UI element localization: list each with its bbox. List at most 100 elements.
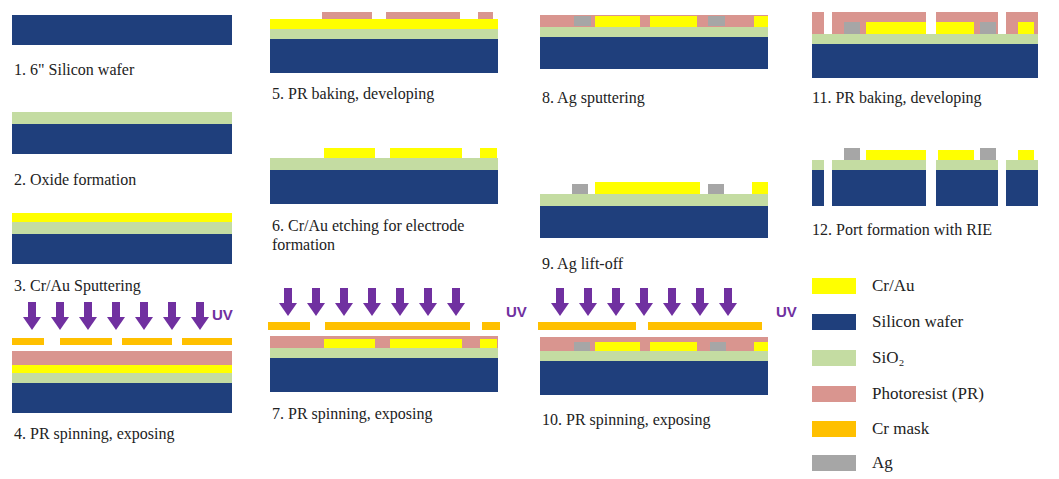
cr-au-layer	[270, 19, 498, 29]
photoresist	[322, 12, 372, 19]
ag-electrode	[574, 342, 590, 351]
uv-arrow	[424, 288, 432, 304]
uv-arrow	[668, 288, 676, 304]
electrode	[650, 342, 697, 351]
uv-arrow	[135, 317, 153, 330]
uv-arrow	[607, 303, 625, 316]
electrode	[480, 148, 497, 158]
legend-text: Photoresist (PR)	[872, 384, 984, 404]
electrode	[754, 342, 768, 351]
uv-arrow	[107, 317, 125, 330]
silicon-wafer	[1006, 170, 1038, 206]
oxide-layer	[540, 27, 768, 37]
photoresist	[270, 336, 498, 348]
electrode	[595, 182, 700, 194]
electrode	[650, 16, 697, 27]
uv-arrow	[696, 288, 704, 304]
uv-arrow	[196, 302, 204, 318]
step-caption: 3. Cr/Au Sputtering	[14, 276, 254, 295]
uv-arrow	[396, 288, 404, 304]
cr-mask	[538, 322, 636, 330]
uv-arrow	[612, 288, 620, 304]
step-caption: 11. PR baking, developing	[812, 88, 1052, 107]
step-caption: 9. Ag lift-off	[542, 254, 792, 273]
uv-arrow	[691, 303, 709, 316]
uv-arrow	[163, 317, 181, 330]
legend-text: Cr/Au	[872, 276, 915, 296]
ag-layer	[574, 16, 591, 26]
step-caption: 10. PR spinning, exposing	[542, 410, 792, 429]
electrode	[1018, 22, 1034, 34]
uv-arrow	[419, 303, 437, 316]
cr-mask	[325, 322, 470, 330]
silicon-wafer	[812, 170, 824, 206]
photoresist	[832, 12, 926, 34]
uv-label: UV	[506, 302, 527, 321]
uv-arrow	[28, 302, 36, 318]
uv-arrow	[368, 288, 376, 304]
electrode	[752, 182, 768, 194]
silicon-wafer	[270, 170, 498, 204]
oxide-layer	[812, 34, 1038, 44]
legend-swatch	[812, 386, 856, 402]
uv-arrow	[79, 317, 97, 330]
uv-label: UV	[776, 302, 797, 321]
electrode	[938, 150, 974, 160]
step-caption: 1. 6" Silicon wafer	[14, 60, 254, 79]
electrode	[390, 339, 462, 348]
uv-label: UV	[212, 305, 233, 324]
step-caption: 5. PR baking, developing	[272, 84, 522, 103]
oxide-layer	[812, 160, 824, 170]
cr-mask	[12, 338, 44, 345]
oxide-layer	[12, 373, 232, 383]
uv-arrow	[84, 302, 92, 318]
uv-arrow	[284, 288, 292, 304]
silicon-wafer	[12, 15, 232, 45]
oxide-layer	[270, 348, 498, 358]
uv-arrow	[584, 288, 592, 304]
uv-arrow	[307, 303, 325, 316]
uv-arrow	[556, 288, 564, 304]
cr-mask	[482, 322, 500, 330]
photoresist	[540, 15, 768, 27]
legend-swatch	[812, 350, 856, 366]
oxide-layer	[832, 160, 926, 170]
legend-text: Cr mask	[872, 419, 929, 439]
electrode	[1018, 150, 1034, 160]
cr-mask	[648, 322, 762, 330]
electrode	[595, 342, 640, 351]
photoresist	[478, 12, 493, 19]
electrode	[324, 339, 375, 348]
uv-arrow	[363, 303, 381, 316]
silicon-wafer	[12, 234, 232, 264]
ag-electrode	[844, 22, 860, 34]
uv-arrow	[551, 303, 569, 316]
cr-au-layer	[12, 365, 232, 373]
uv-arrow	[140, 302, 148, 318]
uv-arrow	[279, 303, 297, 316]
legend-swatch	[812, 278, 856, 294]
uv-arrow	[312, 288, 320, 304]
cr-mask	[182, 338, 232, 345]
legend-text: Silicon wafer	[872, 312, 963, 332]
silicon-wafer	[270, 39, 498, 73]
silicon-wafer	[12, 124, 232, 154]
legend-text: SiO₂	[872, 348, 904, 368]
photoresist	[812, 12, 824, 34]
silicon-wafer	[540, 37, 768, 69]
photoresist	[12, 351, 232, 365]
oxide-layer	[270, 158, 498, 170]
ag-electrode	[844, 148, 860, 160]
cr-mask	[60, 338, 112, 345]
photoresist	[386, 12, 460, 19]
photoresist	[1006, 12, 1038, 34]
electrode	[936, 22, 974, 34]
silicon-wafer	[12, 383, 232, 413]
legend-swatch	[812, 421, 856, 437]
uv-arrow	[335, 303, 353, 316]
electrode	[866, 150, 926, 160]
uv-arrow	[391, 303, 409, 316]
uv-arrow	[579, 303, 597, 316]
